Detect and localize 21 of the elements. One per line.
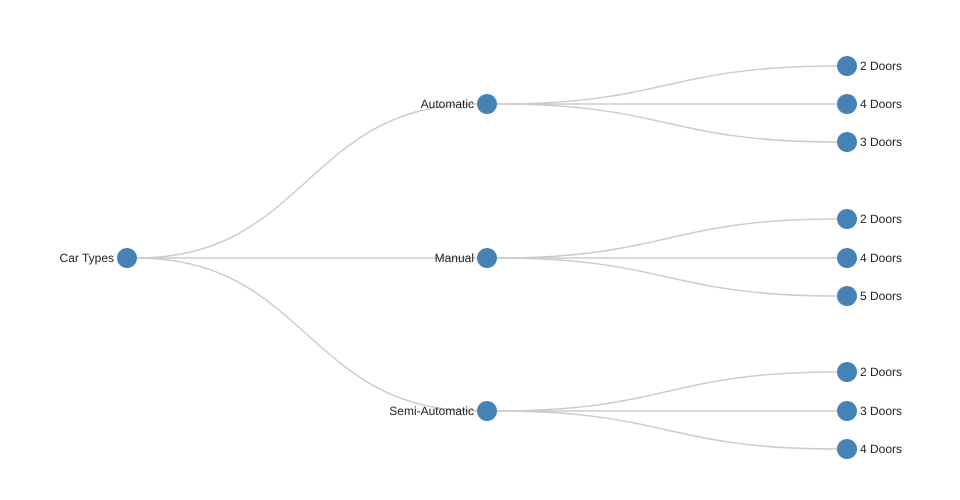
connector-curve (496, 103, 838, 143)
connector-curve (496, 257, 838, 297)
node-label: 4 Doors (860, 441, 902, 458)
node-label: 4 Doors (860, 96, 902, 113)
connector-curve (136, 257, 478, 412)
node-label: 4 Doors (860, 250, 902, 267)
node-label: Semi-Automatic (389, 403, 474, 420)
connector-curve (496, 371, 838, 412)
connector-curve (496, 65, 838, 105)
node-label: Automatic (420, 96, 474, 113)
node-label: 5 Doors (860, 288, 902, 305)
connector-curve (496, 410, 838, 450)
node-label: Car Types (60, 250, 114, 267)
node-label: 2 Doors (860, 211, 902, 228)
connector-curve (136, 103, 478, 259)
node-label: 2 Doors (860, 58, 902, 75)
node-label: 2 Doors (860, 364, 902, 381)
connector-curve (496, 218, 838, 259)
node-label: 3 Doors (860, 403, 902, 420)
node-label: Manual (434, 250, 474, 267)
node-label: 3 Doors (860, 134, 902, 151)
